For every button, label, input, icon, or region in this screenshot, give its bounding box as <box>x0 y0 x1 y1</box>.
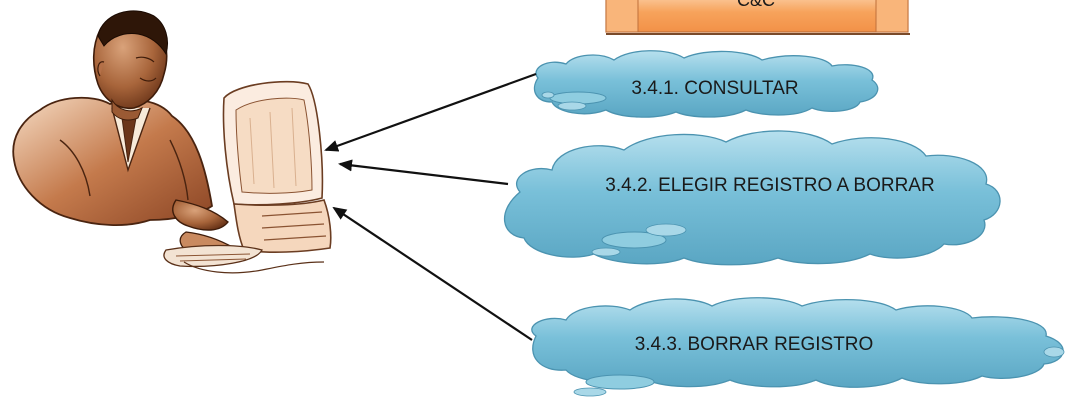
top-box-label: C&C <box>736 0 775 10</box>
cloud-label-elegir-registro: 3.4.2. ELEGIR REGISTRO A BORRAR <box>605 175 935 196</box>
cloud-elegir-registro <box>503 130 1001 266</box>
cloud-consultar <box>533 50 879 118</box>
top-box <box>605 0 910 35</box>
cloud-label-consultar: 3.4.1. CONSULTAR <box>631 78 799 99</box>
arrow-borrar-registro <box>332 206 533 341</box>
user-at-computer-icon <box>12 10 332 274</box>
arrow-elegir-registro <box>338 159 509 186</box>
arrow-consultar <box>324 72 537 152</box>
cloud-borrar-registro <box>531 297 1065 397</box>
cloud-label-borrar-registro: 3.4.3. BORRAR REGISTRO <box>634 334 874 355</box>
